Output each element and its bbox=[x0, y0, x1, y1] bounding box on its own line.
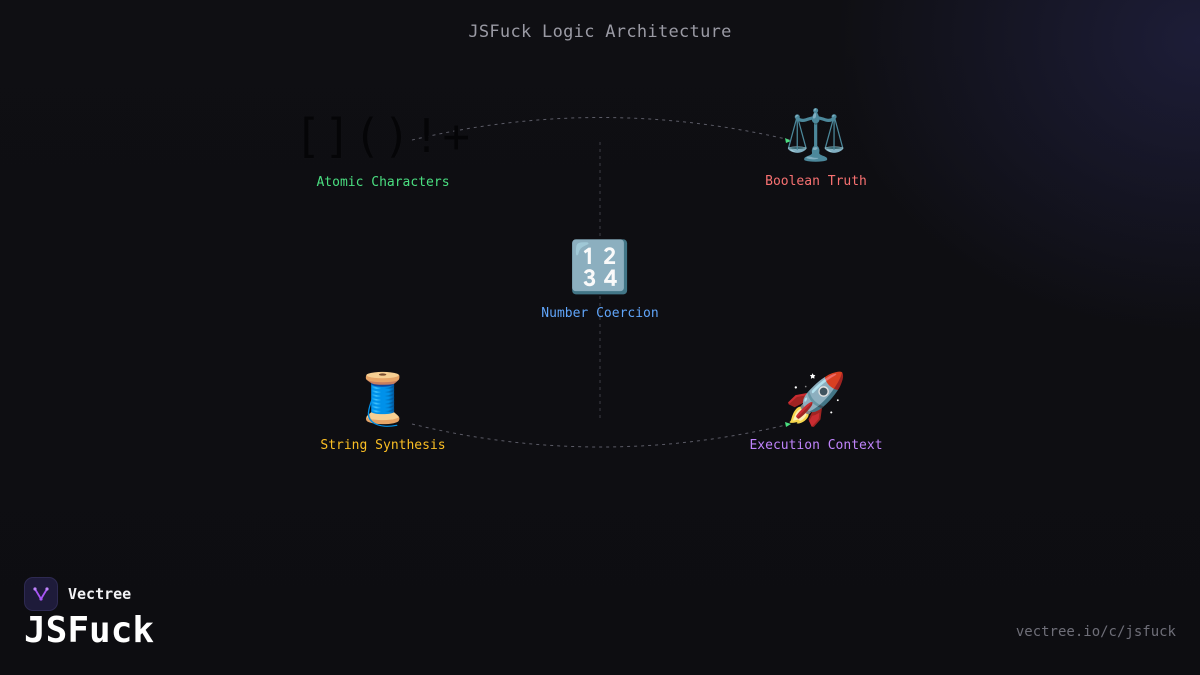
brand-block[interactable]: Vectree bbox=[24, 577, 131, 611]
connector-string-to-execution bbox=[411, 423, 791, 448]
rocket-icon: 🚀 bbox=[784, 370, 848, 428]
connector-atomic-to-boolean bbox=[411, 117, 791, 141]
brand-name: Vectree bbox=[68, 585, 132, 603]
node-label: Boolean Truth bbox=[765, 174, 867, 189]
product-name: JSFuck bbox=[24, 610, 155, 651]
node-boolean-truth: ⚖️ Boolean Truth bbox=[696, 104, 936, 189]
node-number-coercion: 🔢 Number Coercion bbox=[480, 236, 720, 321]
node-label: Atomic Characters bbox=[316, 175, 450, 190]
vectree-logo-icon bbox=[24, 577, 58, 611]
diagram-title: JSFuck Logic Architecture bbox=[468, 22, 732, 42]
scales-icon: ⚖️ bbox=[784, 106, 848, 164]
node-string-synthesis: 🧵 String Synthesis bbox=[263, 368, 503, 453]
atomic-characters-glyph: []()!+ bbox=[293, 109, 473, 163]
thread-spool-icon: 🧵 bbox=[351, 370, 415, 428]
node-execution-context: 🚀 Execution Context bbox=[696, 368, 936, 453]
course-url-link[interactable]: vectree.io/c/jsfuck bbox=[1015, 624, 1176, 640]
node-label: Execution Context bbox=[749, 438, 883, 453]
node-label: String Synthesis bbox=[320, 438, 446, 453]
node-atomic-characters: []()!+ Atomic Characters bbox=[263, 105, 503, 190]
node-label: Number Coercion bbox=[541, 306, 659, 321]
numbers-icon: 🔢 bbox=[568, 238, 632, 296]
arrowhead-execution bbox=[785, 422, 791, 427]
arrowhead-boolean bbox=[785, 138, 791, 143]
